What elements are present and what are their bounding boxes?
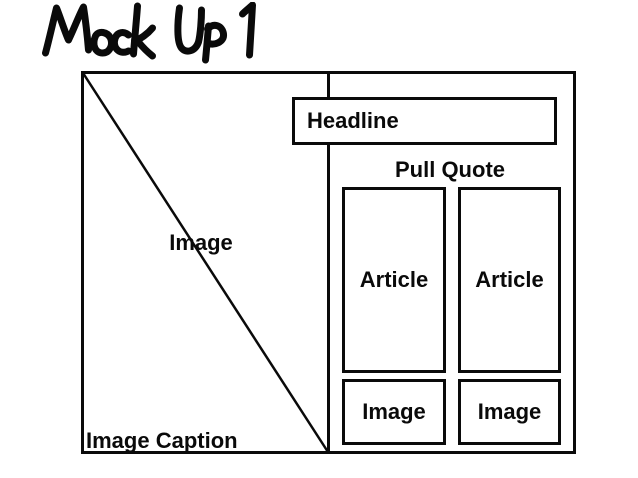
headline-label: Headline [307, 107, 399, 133]
image-placeholder-label: Image [169, 230, 233, 255]
image-box-right: Image [458, 379, 561, 445]
pull-quote-label: Pull Quote [395, 157, 505, 182]
image-box-left: Image [342, 379, 446, 445]
image-box-label: Image [477, 398, 542, 424]
image-caption-label: Image Caption [86, 428, 238, 453]
headline-box: Headline [292, 97, 557, 145]
page-title-text: Mock Up 1 [42, 64, 43, 65]
article-label: Article [475, 266, 544, 292]
image-box-label: Image [362, 398, 426, 424]
handwritten-title-drawing [42, 2, 256, 64]
article-box-left: Article [342, 187, 446, 373]
page-title: Mock Up 1 [42, 2, 268, 64]
article-label: Article [359, 266, 429, 292]
article-box-right: Article [458, 187, 561, 373]
